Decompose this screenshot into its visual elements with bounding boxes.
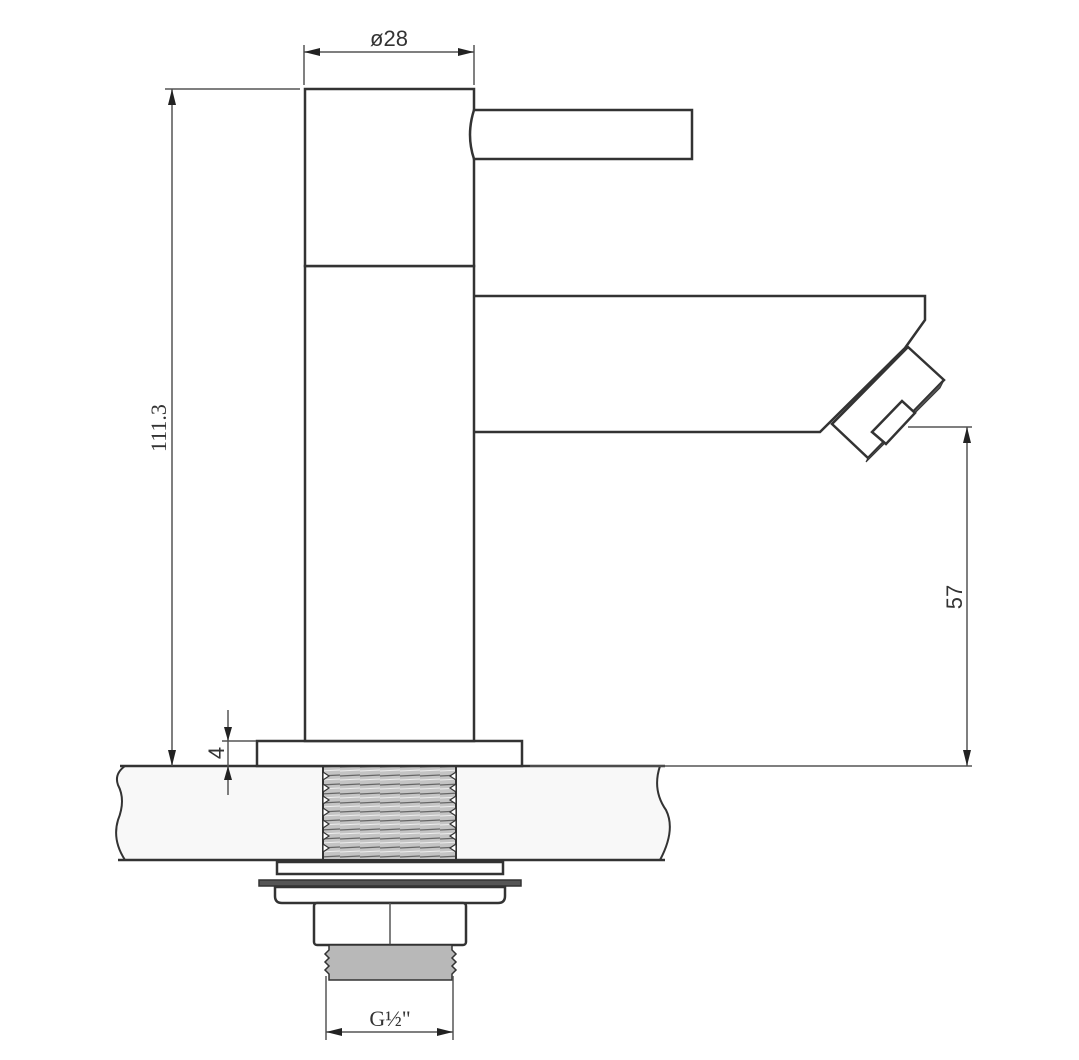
label-base-plate: 4 — [204, 747, 229, 759]
base-plate — [255, 739, 524, 768]
dimension-overall-height: 111.3 — [146, 88, 300, 766]
fixing-nut-assembly — [258, 860, 522, 981]
faucet-body — [255, 87, 946, 768]
handle-housing — [303, 87, 476, 268]
dimension-thread: G½" — [325, 976, 454, 1040]
label-body-diameter: ø28 — [370, 26, 408, 51]
dimension-base-plate: 4 — [204, 710, 256, 795]
counter-left — [115, 765, 324, 861]
dimension-spout-height: 57 — [530, 426, 972, 767]
counter-right — [455, 765, 671, 861]
label-thread: G½" — [369, 1006, 410, 1031]
counter-section — [115, 764, 671, 862]
label-spout-height: 57 — [942, 585, 967, 609]
body-column — [303, 264, 476, 743]
lever-handle — [468, 108, 694, 161]
label-overall-height: 111.3 — [146, 404, 171, 452]
aerator — [830, 345, 946, 463]
dimension-body-diameter: ø28 — [303, 26, 475, 85]
threaded-shank — [322, 765, 457, 861]
